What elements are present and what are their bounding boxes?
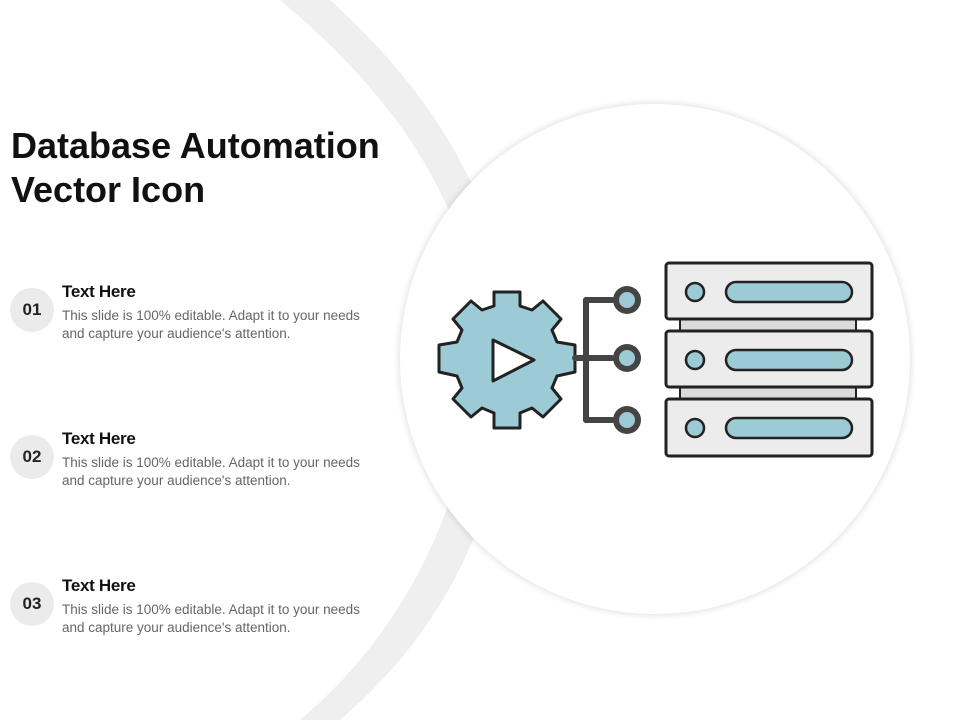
list-item-03: 03 Text Here This slide is 100% editable… — [10, 576, 410, 662]
item-heading: Text Here — [62, 576, 136, 595]
server-stack-icon — [664, 261, 874, 458]
item-heading: Text Here — [62, 282, 136, 301]
number-badge: 03 — [10, 582, 54, 626]
page-title: Database Automation Vector Icon — [11, 124, 431, 212]
number-badge: 02 — [10, 435, 54, 479]
number-badge: 01 — [10, 288, 54, 332]
item-body: This slide is 100% editable. Adapt it to… — [62, 308, 360, 341]
list-item-01: 01 Text Here This slide is 100% editable… — [10, 282, 410, 368]
list-item-02: 02 Text Here This slide is 100% editable… — [10, 429, 410, 515]
title-line-1: Database Automation — [11, 125, 380, 166]
connector-icon — [572, 297, 615, 423]
item-body: This slide is 100% editable. Adapt it to… — [62, 602, 360, 635]
play-icon — [491, 338, 536, 383]
title-line-2: Vector Icon — [11, 169, 206, 210]
item-body: This slide is 100% editable. Adapt it to… — [62, 455, 360, 488]
connector-nodes — [613, 286, 641, 434]
item-heading: Text Here — [62, 429, 136, 448]
